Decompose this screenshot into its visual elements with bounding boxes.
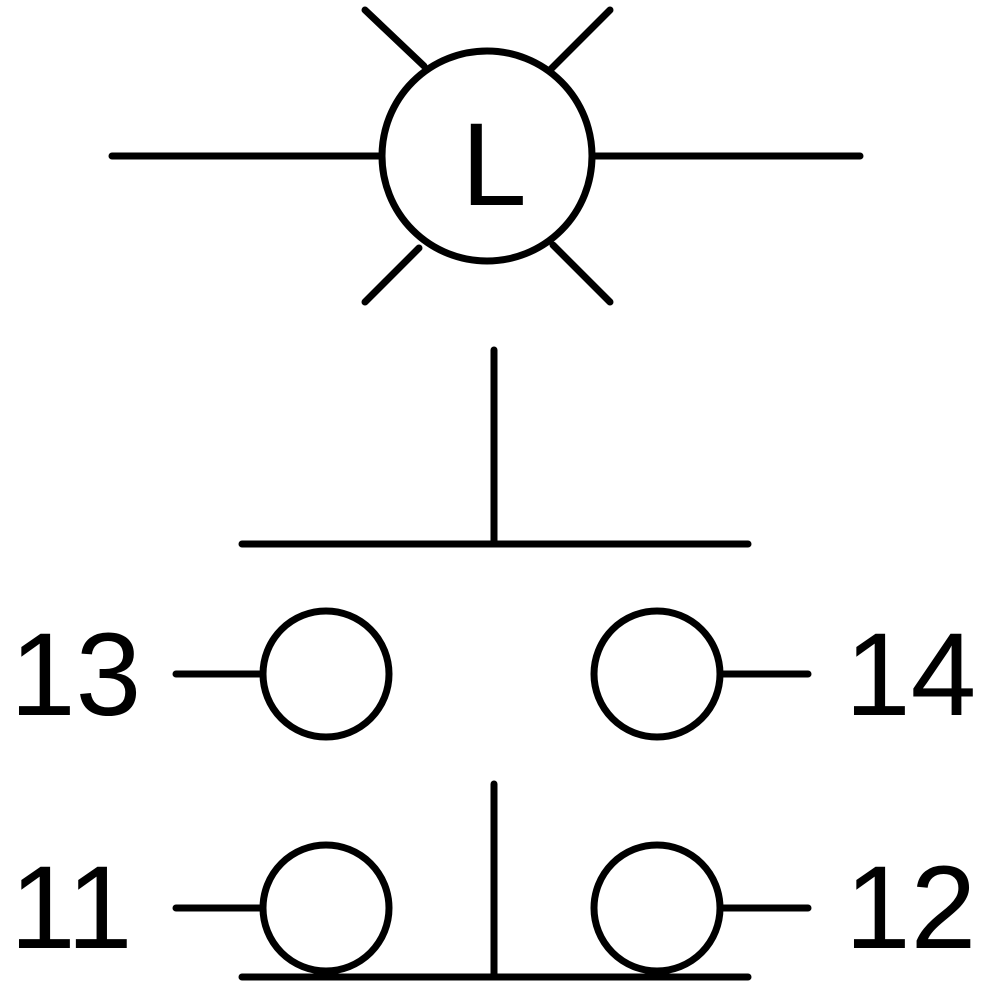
actuator [238, 346, 752, 548]
terminal-13-label: 13 [10, 609, 141, 741]
lamp-letter: L [461, 99, 527, 231]
terminal-11-label: 11 [10, 842, 133, 974]
terminal-13-circle [259, 607, 393, 741]
contact-no-13-14: 13 14 [10, 607, 976, 741]
indicator-lamp: L [108, 6, 864, 306]
contact-nc-11-12: 11 12 [10, 780, 976, 981]
terminal-14-label: 14 [845, 609, 976, 741]
terminal-11-circle [259, 841, 393, 975]
lamp-ray-bottom-right [549, 241, 614, 306]
lamp-circle [378, 47, 596, 265]
terminal-14-circle [590, 607, 724, 741]
lamp-ray-top-right [547, 6, 614, 73]
lamp-ray-top-left [361, 6, 428, 70]
lamp-ray-bottom-left [361, 244, 423, 306]
terminal-12-label: 12 [845, 842, 976, 974]
terminal-12-circle [590, 841, 724, 975]
